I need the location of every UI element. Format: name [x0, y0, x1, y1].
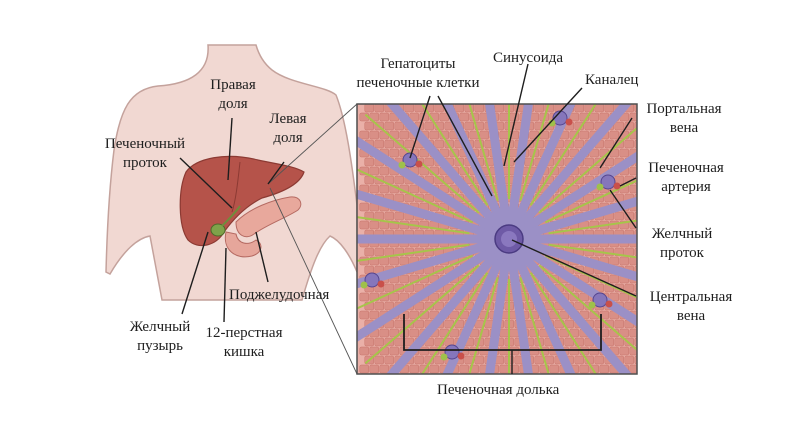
label-right-lobe-line1: Правая	[210, 77, 256, 93]
lobule-bracket	[403, 314, 602, 351]
label-left-lobe-line2: доля	[273, 130, 303, 146]
label-portal-vein-line2: вена	[669, 120, 699, 136]
pancreas-shape	[235, 196, 302, 238]
label-hepatocytes: Гепатоциты печеночные клетки	[344, 55, 492, 93]
label-central-vein-line2: вена	[676, 308, 706, 324]
label-right-lobe: Правая доля	[188, 76, 278, 114]
label-left-lobe-line1: Левая	[269, 111, 307, 127]
label-right-lobe-line2: доля	[218, 96, 248, 112]
label-duodenum-line2: кишка	[223, 344, 265, 360]
label-gallbladder-line1: Желчный	[129, 319, 191, 335]
label-portal-vein-line1: Портальная	[646, 101, 722, 117]
label-hepatic-duct-line2: проток	[123, 155, 167, 171]
label-central-vein-line1: Центральная	[649, 289, 733, 305]
label-hepatocytes-line1: Гепатоциты	[380, 56, 456, 72]
label-pancreas: Поджелудочная	[229, 287, 330, 303]
label-left-lobe: Левая доля	[262, 110, 314, 148]
label-bile-duct-line2: проток	[660, 245, 704, 261]
label-hepatic-lobule: Печеночная долька	[437, 382, 560, 398]
label-hepatic-artery-line1: Печеночная	[648, 160, 724, 176]
label-hepatic-artery: Печеночная артерия	[638, 159, 734, 197]
liver-shape	[179, 155, 305, 247]
label-bile-duct-line1: Желчный	[651, 226, 713, 242]
label-hepatic-duct-line1: Печеночный	[104, 136, 186, 152]
label-central-vein: Центральная вена	[636, 288, 746, 326]
label-gallbladder-line2: пузырь	[137, 338, 183, 354]
label-bile-duct: Желчный проток	[640, 225, 724, 263]
label-gallbladder: Желчный пузырь	[114, 318, 206, 356]
label-hepatic-duct: Печеночный проток	[95, 135, 195, 173]
label-hepatocytes-line2: печеночные клетки	[356, 75, 480, 91]
label-portal-vein: Портальная вена	[636, 100, 732, 138]
leader-lines	[179, 63, 637, 323]
hepatic-lobule-tissue	[357, 104, 637, 374]
label-hepatic-artery-line2: артерия	[661, 179, 711, 195]
label-sinusoid: Синусоида	[493, 50, 564, 66]
label-duodenum-line1: 12-перстная	[205, 325, 283, 341]
gallbladder-shape	[210, 223, 226, 237]
duodenum-shape	[224, 231, 262, 258]
label-duodenum: 12-перстная кишка	[196, 324, 292, 362]
label-canaliculus: Каналец	[585, 72, 639, 88]
